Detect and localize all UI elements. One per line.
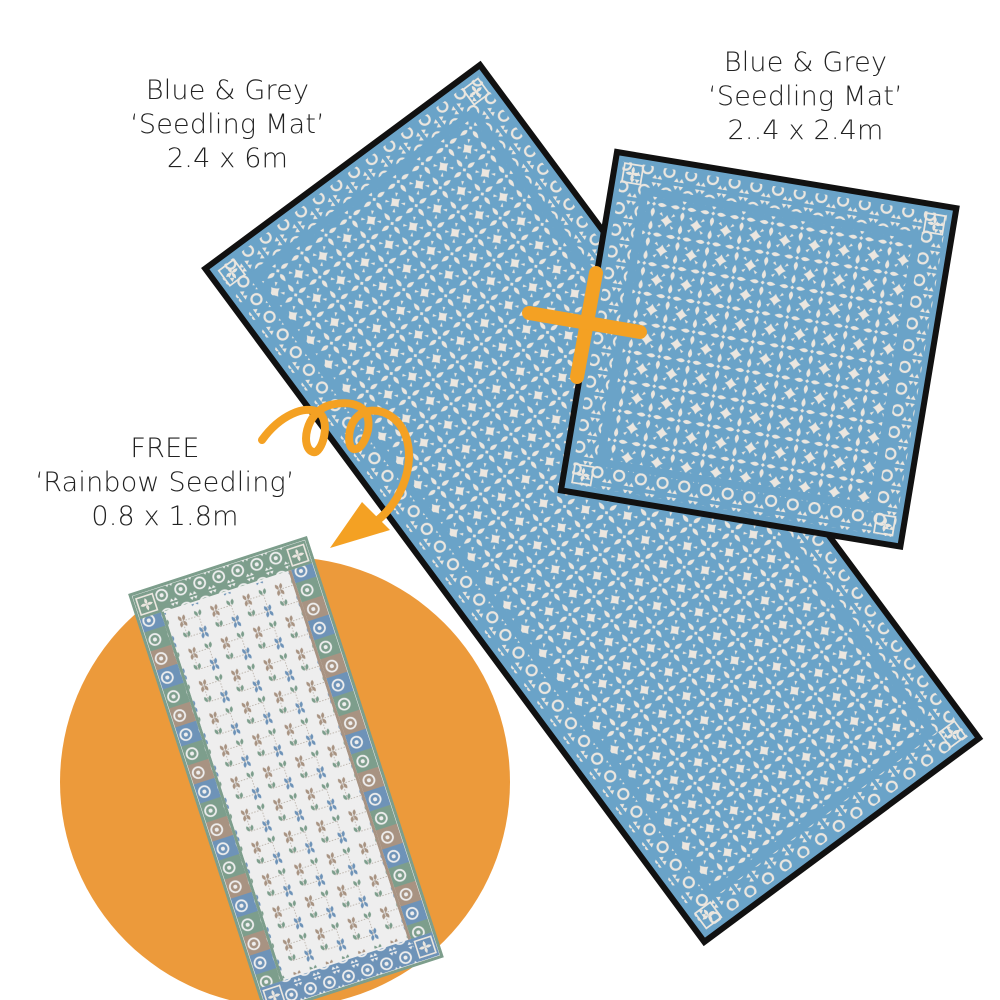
curly-arrow-icon	[258, 399, 413, 548]
square-mat-size: 2..4 x 2.4m	[727, 115, 884, 146]
plus-icon	[522, 266, 647, 384]
free-mat-label: FREE ‘Rainbow Seedling’ 0.8 x 1.8m	[15, 432, 315, 534]
square-mat-label: Blue & Grey ‘Seedling Mat’ 2..4 x 2.4m	[678, 46, 933, 148]
large-mat-label: Blue & Grey ‘Seedling Mat’ 2.4 x 6m	[100, 74, 355, 176]
large-mat-size: 2.4 x 6m	[166, 143, 289, 174]
square-mat-product: ‘Seedling Mat’	[708, 81, 903, 112]
square-mat-title: Blue & Grey	[723, 47, 888, 78]
free-mat-product: ‘Rainbow Seedling’	[35, 467, 295, 498]
free-mat-size: 0.8 x 1.8m	[91, 501, 239, 532]
large-mat-product: ‘Seedling Mat’	[130, 109, 325, 140]
free-mat-badge: FREE	[130, 433, 200, 464]
large-seedling-mat	[201, 60, 984, 947]
large-mat-title: Blue & Grey	[145, 75, 310, 106]
square-seedling-mat	[557, 148, 960, 551]
rainbow-seedling-mat	[128, 535, 444, 1000]
